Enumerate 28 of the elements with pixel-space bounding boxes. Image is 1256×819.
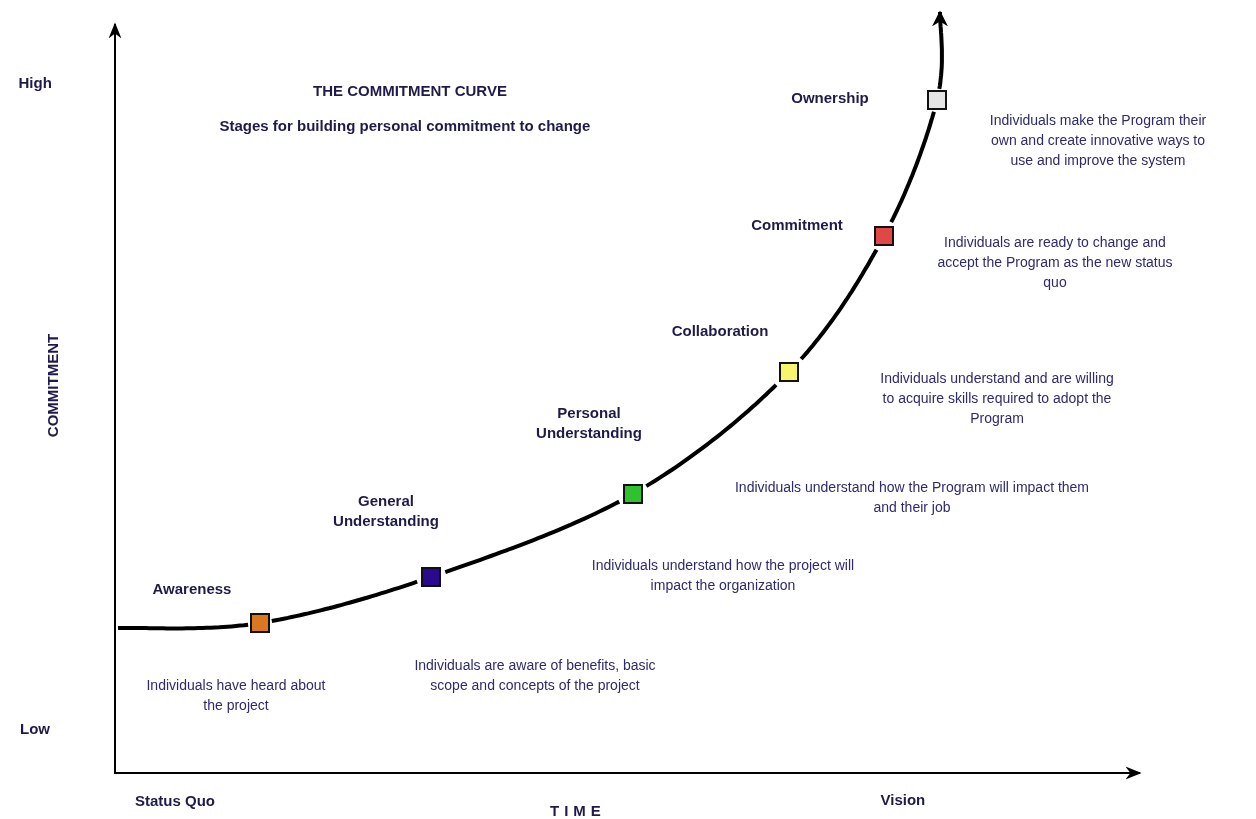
stage-description: Individuals understand how the Program will impact them and their job [733, 478, 1091, 517]
axis-label: Status Quo [135, 791, 215, 809]
stage-description: Individuals understand and are willing to acquire skills required to adopt the Program [879, 369, 1115, 428]
title: THE COMMITMENT CURVE [313, 81, 507, 99]
axis-label: Low [20, 719, 50, 737]
stage-description: Individuals have heard about the project [145, 676, 327, 715]
axis-title: TIME [550, 801, 606, 819]
stage-name: Ownership [790, 88, 870, 108]
stage-description: Individuals make the Program their own and create innovative ways to use and improve the system [988, 111, 1208, 170]
axis-label: Vision [880, 790, 926, 808]
curve-segment [271, 579, 418, 623]
stage-name: Commitment [750, 215, 844, 235]
curve-arrow [932, 10, 948, 90]
curve-segment [645, 383, 778, 488]
curve-segment [444, 499, 621, 574]
curve-segment [117, 622, 249, 631]
axis-title: COMMITMENT [43, 333, 61, 437]
stage-name: Personal Understanding [535, 403, 643, 443]
stage-description: Individuals are aware of benefits, basic scope and concepts of the project [413, 656, 657, 695]
stage-description: Individuals are ready to change and accept the Program as the new status quo [936, 233, 1174, 292]
stage-description: Individuals understand how the project will impact the organization [590, 556, 856, 595]
curve-segment [889, 111, 936, 224]
curve-segment [799, 248, 879, 361]
subtitle: Stages for building personal commitment to change [219, 116, 591, 134]
stage-name: Awareness [151, 579, 233, 599]
axis-label: High [18, 73, 52, 91]
stage-name: General Understanding [332, 491, 440, 531]
stage-name: Collaboration [670, 321, 770, 341]
